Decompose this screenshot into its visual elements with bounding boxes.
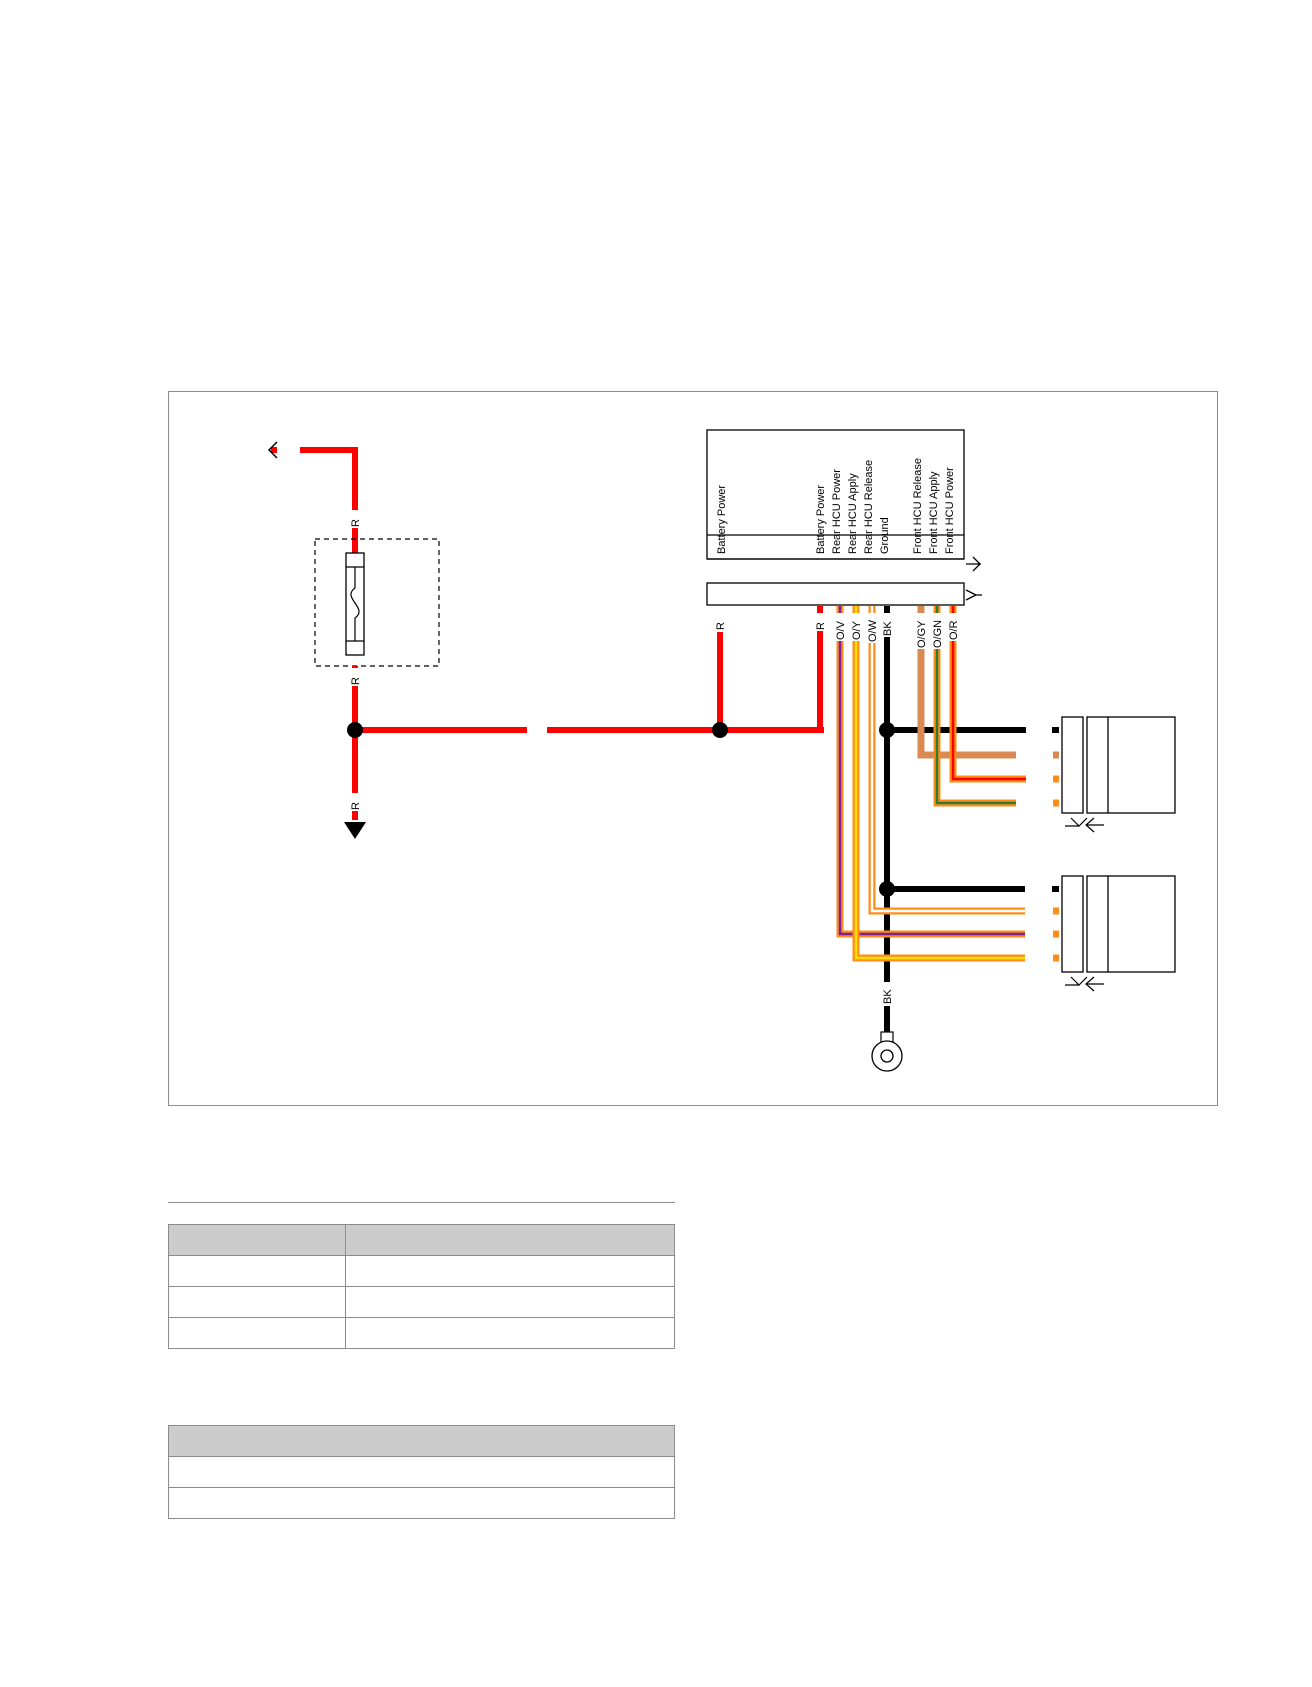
table-2 xyxy=(168,1425,675,1519)
front-hcu-connector xyxy=(1061,716,1176,833)
splice-dot xyxy=(879,722,895,738)
table-cell xyxy=(168,1456,675,1488)
table-header-row xyxy=(168,1224,675,1256)
wire-label-fuse-out: R xyxy=(350,677,362,685)
splice-dot xyxy=(347,722,363,738)
wire-label-ground-lower: BK xyxy=(882,989,894,1004)
pin-label-front-hcu-power: Front HCU Power xyxy=(944,467,956,554)
socket-symbol-icon xyxy=(966,556,981,572)
table-row xyxy=(168,1456,675,1488)
wire-label-front-release: O/GY xyxy=(916,620,928,648)
table-cell xyxy=(168,1317,346,1349)
ground-direction-arrow-icon xyxy=(344,822,366,839)
wire-label-front-apply: O/GN xyxy=(932,620,944,648)
table-row xyxy=(168,1286,675,1318)
wire-label-rear-release: O/W xyxy=(867,619,879,642)
splice-dot xyxy=(879,881,895,897)
table-header-cell xyxy=(168,1425,675,1457)
battery-feed xyxy=(267,441,358,560)
connector-arrow-icon xyxy=(267,441,278,459)
table-row xyxy=(168,1487,675,1519)
pin-label-rear-hcu-power: Rear HCU Power xyxy=(831,469,843,554)
pin-label-rear-hcu-apply: Rear HCU Apply xyxy=(847,473,859,554)
table-1 xyxy=(168,1224,675,1349)
table-header-row xyxy=(168,1425,675,1457)
table-header-cell xyxy=(168,1224,346,1256)
pin-label-battery-power-2: Battery Power xyxy=(815,485,827,554)
connector-symbol-icon xyxy=(1065,817,1104,833)
table-cell xyxy=(345,1317,675,1349)
pin-label-ground: Ground xyxy=(879,517,891,554)
wire-label-rear-power: O/V xyxy=(835,620,847,640)
section-rule xyxy=(168,1202,675,1203)
table-row xyxy=(168,1317,675,1349)
wire-label-fuse-in: R xyxy=(350,519,362,527)
table-row xyxy=(168,1255,675,1287)
wire-label-ecu-batt-1: R xyxy=(715,622,727,630)
ground-terminal-icon xyxy=(871,1031,903,1072)
table-cell xyxy=(168,1255,346,1287)
connector-symbol-icon xyxy=(1065,976,1104,992)
pin-label-front-hcu-apply: Front HCU Apply xyxy=(928,471,940,554)
table-header-cell xyxy=(345,1224,675,1256)
pin-label-rear-hcu-release: Rear HCU Release xyxy=(863,460,875,554)
table-cell xyxy=(168,1286,346,1318)
table-cell xyxy=(168,1487,675,1519)
wire-label-ecu-batt-2: R xyxy=(815,622,827,630)
wire-label-rear-apply: O/Y xyxy=(851,620,863,640)
table-cell xyxy=(345,1286,675,1318)
wire-label-down: R xyxy=(350,802,362,810)
pin-label-front-hcu-release: Front HCU Release xyxy=(912,458,924,554)
rear-hcu-connector xyxy=(1061,875,1176,992)
wire-label-front-power: O/R xyxy=(948,620,960,640)
wire-label-ground: BK xyxy=(882,621,894,636)
splice-dot xyxy=(712,722,728,738)
fuse-box xyxy=(314,538,440,667)
control-module xyxy=(706,429,982,606)
diagram-frame: Battery Power Battery Power Rear HCU Pow… xyxy=(168,391,1218,1106)
table-cell xyxy=(345,1255,675,1287)
pin-label-battery-power: Battery Power xyxy=(716,485,728,554)
wiring-diagram: Battery Power Battery Power Rear HCU Pow… xyxy=(267,429,1176,1072)
pin-symbol-icon xyxy=(965,589,982,601)
